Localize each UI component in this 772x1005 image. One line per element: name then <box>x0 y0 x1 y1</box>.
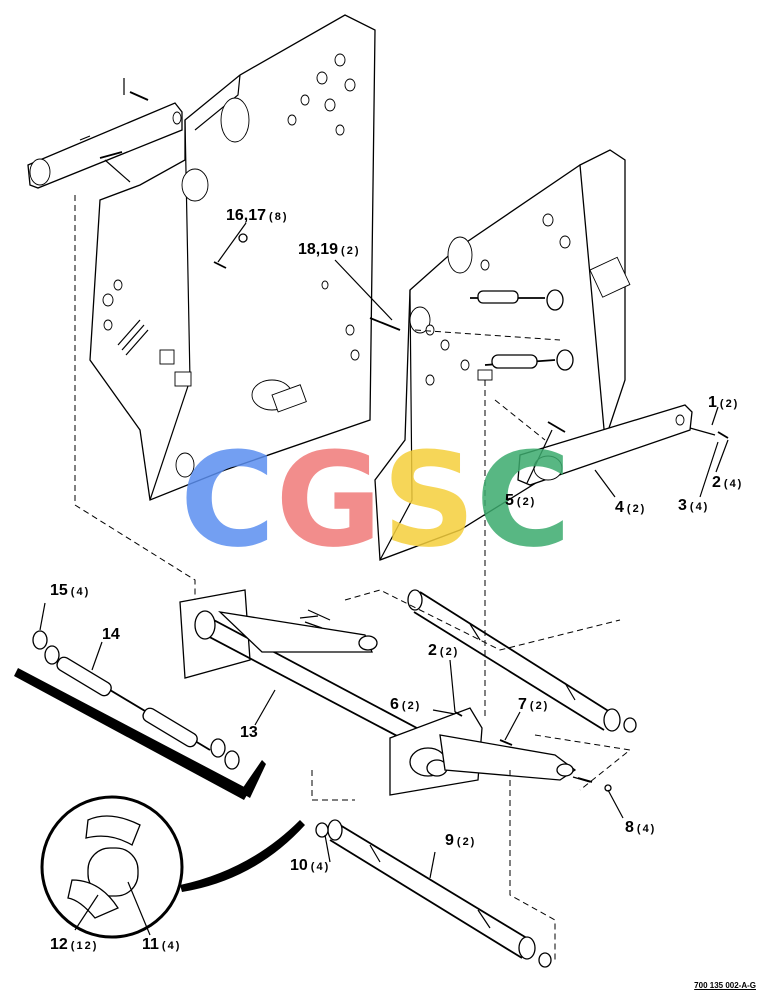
callout-4: 4(2) <box>615 499 647 516</box>
lower-roller-9 <box>315 819 552 968</box>
callout-5: 5(2) <box>505 492 537 509</box>
callout-18-19: 18,19(2) <box>298 241 361 258</box>
callout-15: 15(4) <box>50 582 91 599</box>
drawing-number: 700 135 002-A-G <box>694 981 756 990</box>
callout-16-17: 16,17(8) <box>226 207 289 224</box>
callout-8: 8(4) <box>625 819 657 836</box>
callout-13: 13 <box>240 724 258 741</box>
callout-2-lower: 2(2) <box>428 642 460 659</box>
assembly-guide-lines <box>74 195 632 960</box>
pivot-tube-assembly <box>179 589 591 796</box>
bushing-detail <box>40 795 305 939</box>
watermark-letter-s: S <box>382 424 476 576</box>
watermark-letter-c2: C <box>475 424 572 576</box>
callout-6: 6(2) <box>390 696 422 713</box>
right-tension-arm <box>517 404 729 486</box>
callout-9: 9(2) <box>445 832 477 849</box>
callout-14: 14 <box>102 626 120 643</box>
callout-12: 12(12) <box>50 936 99 953</box>
watermark-letter-c1: C <box>180 424 276 576</box>
callout-2-upper: 2(4) <box>712 474 744 491</box>
callout-7: 7(2) <box>518 696 550 713</box>
callout-3: 3(4) <box>678 497 710 514</box>
callout-1: 1(2) <box>708 394 740 411</box>
callout-10: 10(4) <box>290 857 331 874</box>
left-pivot-arm <box>27 102 183 189</box>
left-side-panel <box>89 14 376 501</box>
watermark-letter-g: G <box>275 424 383 576</box>
callout-11: 11(4) <box>142 936 182 953</box>
cgsc-watermark: C G S C <box>180 424 600 576</box>
callout-leaders <box>39 222 729 936</box>
hardware-pieces <box>213 233 612 792</box>
shaft-roller-14 <box>14 630 266 800</box>
upper-roller <box>407 589 637 733</box>
